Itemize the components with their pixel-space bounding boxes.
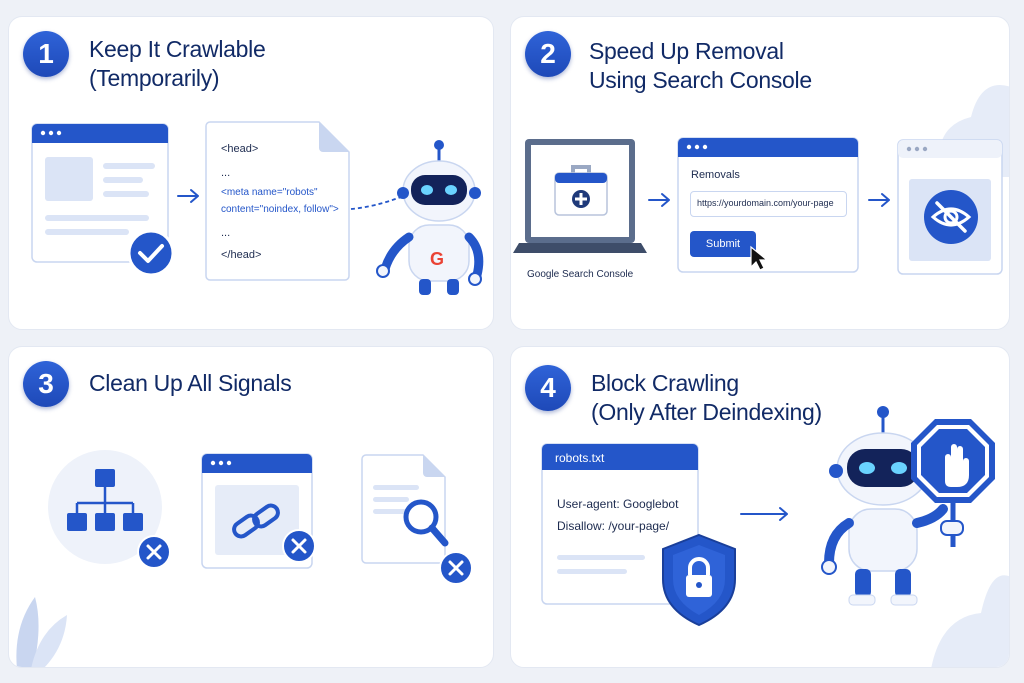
close-icon bbox=[282, 529, 316, 563]
decorative-blob bbox=[931, 575, 1009, 667]
removals-title: Removals bbox=[691, 169, 740, 181]
step-4-card: 4 Block Crawling (Only After Deindexing)… bbox=[510, 346, 1010, 668]
console-label: Google Search Console bbox=[527, 269, 634, 280]
arrow-right-icon bbox=[868, 193, 890, 207]
robots-txt-window bbox=[541, 443, 699, 605]
step-3-card: 3 Clean Up All Signals bbox=[8, 346, 494, 668]
step-1-number: 1 bbox=[23, 31, 69, 77]
check-icon bbox=[127, 229, 175, 277]
code-line-2: ... bbox=[221, 167, 231, 179]
step-2-title-line1: Speed Up Removal bbox=[589, 38, 784, 64]
code-line-6: </head> bbox=[221, 249, 262, 261]
arrow-right-icon bbox=[177, 189, 199, 203]
robots-line-disallow: Disallow: /your-page/ bbox=[557, 519, 670, 533]
step-3-title-line1: Clean Up All Signals bbox=[89, 370, 292, 396]
step-4-number: 4 bbox=[525, 365, 571, 411]
robot-icon bbox=[821, 406, 948, 606]
eye-slash-icon bbox=[924, 190, 978, 244]
link-icon bbox=[232, 503, 280, 539]
step-1-title: Keep It Crawlable (Temporarily) bbox=[89, 35, 266, 93]
code-line-3: <meta name="robots" bbox=[221, 187, 318, 198]
step-4-title-line2: (Only After Deindexing) bbox=[591, 399, 822, 425]
lock-shield-icon bbox=[662, 533, 736, 627]
step-4-title-line1: Block Crawling bbox=[591, 370, 739, 396]
decorative-leaves bbox=[16, 597, 67, 667]
close-icon bbox=[439, 551, 473, 585]
step-1-card: 1 Keep It Crawlable (Temporarily) <head>… bbox=[8, 16, 494, 330]
step-1-title-line2: (Temporarily) bbox=[89, 65, 220, 91]
dashed-connector bbox=[350, 196, 402, 210]
toolbox-icon bbox=[554, 165, 608, 216]
step-1-title-line1: Keep It Crawlable bbox=[89, 36, 266, 62]
step-2-title: Speed Up Removal Using Search Console bbox=[589, 37, 812, 95]
step-2-number: 2 bbox=[525, 31, 571, 77]
step-2-card: 2 Speed Up Removal Using Search Console … bbox=[510, 16, 1010, 330]
step-3-title: Clean Up All Signals bbox=[89, 369, 292, 398]
code-line-5: ... bbox=[221, 227, 231, 239]
robots-line-user-agent: User-agent: Googlebot bbox=[557, 497, 679, 511]
code-line-4: content="noindex, follow"> bbox=[221, 204, 339, 215]
search-icon bbox=[403, 499, 449, 547]
stop-hand-icon bbox=[911, 419, 995, 547]
html-document bbox=[205, 121, 350, 281]
cursor-icon bbox=[750, 245, 769, 271]
code-line-1: <head> bbox=[221, 143, 259, 155]
step-4-title: Block Crawling (Only After Deindexing) bbox=[591, 369, 822, 427]
robot-icon bbox=[376, 140, 484, 295]
google-logo: G bbox=[430, 249, 445, 269]
sitemap-icon bbox=[48, 450, 162, 564]
submit-button[interactable]: Submit bbox=[690, 231, 756, 257]
close-icon bbox=[137, 535, 171, 569]
robots-file-title: robots.txt bbox=[555, 451, 605, 465]
url-input[interactable]: https://yourdomain.com/your-page bbox=[690, 191, 847, 217]
arrow-right-icon bbox=[648, 193, 670, 207]
browser-page-icon bbox=[31, 123, 169, 263]
arrow-right-icon bbox=[740, 507, 788, 521]
step-2-title-line2: Using Search Console bbox=[589, 67, 812, 93]
step-3-number: 3 bbox=[23, 361, 69, 407]
